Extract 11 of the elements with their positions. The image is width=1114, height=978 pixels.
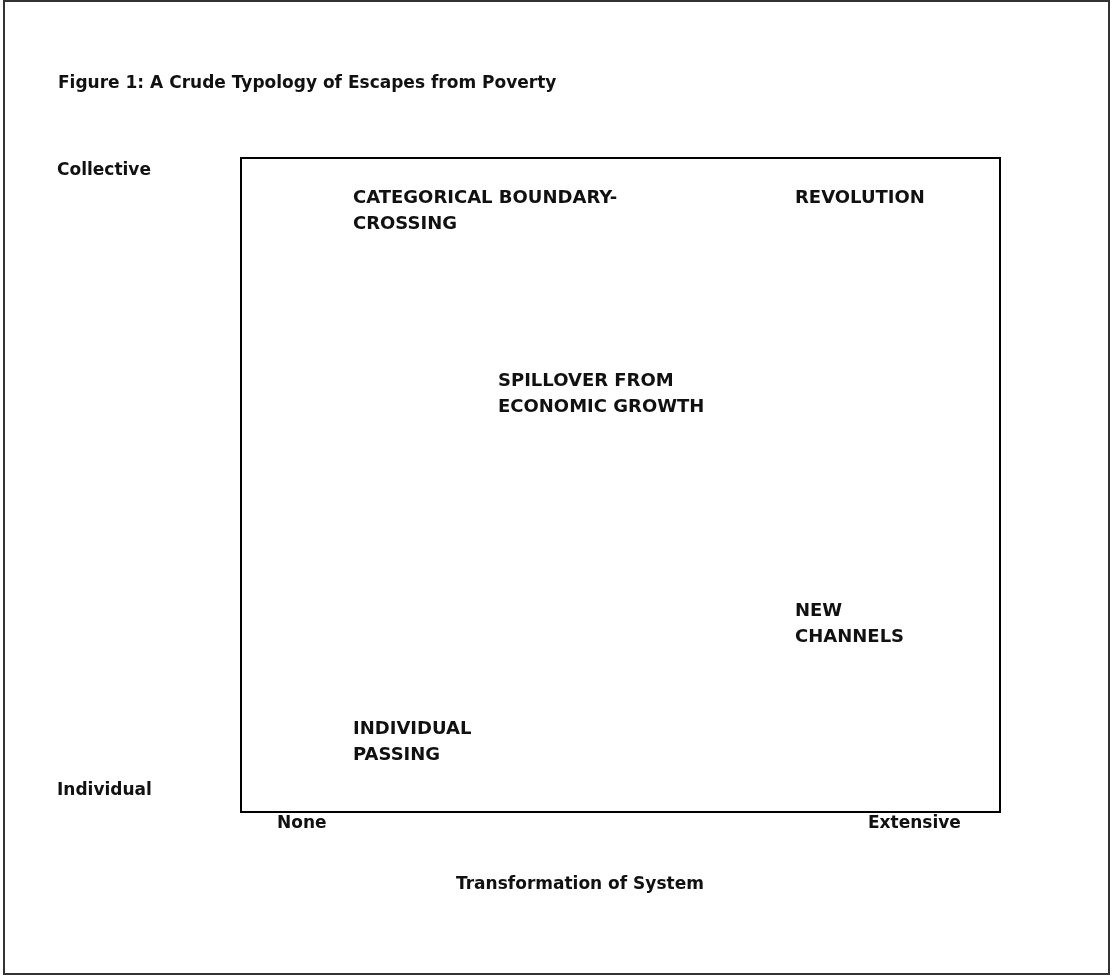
axis-label: Extensive xyxy=(868,811,961,834)
quadrant-label: REVOLUTION xyxy=(795,185,925,209)
axis-label: None xyxy=(277,811,327,834)
quadrant-label: SPILLOVER FROM ECONOMIC GROWTH xyxy=(498,368,706,418)
axis-label: Collective xyxy=(57,158,151,181)
axis-label: Individual xyxy=(57,778,152,801)
quadrant-label: NEW CHANNELS xyxy=(795,598,906,648)
axis-label: Transformation of System xyxy=(456,872,704,895)
quadrant-label: INDIVIDUAL PASSING xyxy=(353,716,473,766)
quadrant-label: CATEGORICAL BOUNDARY-CROSSING xyxy=(353,185,619,235)
figure-title: Figure 1: A Crude Typology of Escapes from Poverty xyxy=(58,71,557,94)
